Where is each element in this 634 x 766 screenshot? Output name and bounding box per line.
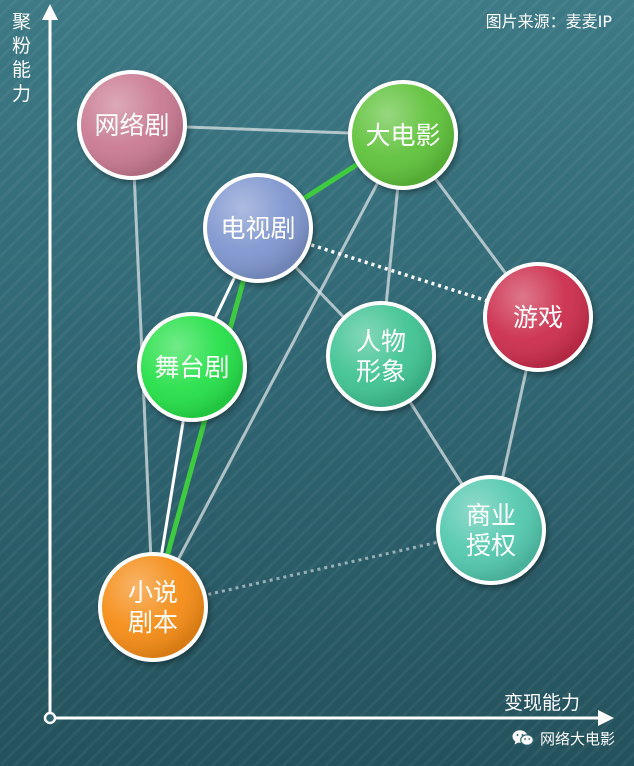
node-label: 小说 xyxy=(128,578,178,607)
node-dianshiju: 电视剧 xyxy=(203,173,313,283)
node-gloss xyxy=(207,177,309,279)
node-label: 人物 xyxy=(356,327,406,356)
node-gloss xyxy=(330,305,432,407)
node-gloss xyxy=(352,84,454,186)
y-axis-arrow xyxy=(42,4,58,20)
node-label: 舞台剧 xyxy=(154,353,229,382)
wechat-icon xyxy=(512,729,534,747)
node-gloss xyxy=(487,266,589,368)
footer-account-name: 网络大电影 xyxy=(540,729,616,748)
node-label: 剧本 xyxy=(128,608,178,637)
node-gloss xyxy=(440,479,542,581)
nodes-layer: 网络剧大电影电视剧游戏舞台剧人物形象商业授权小说剧本 xyxy=(77,70,593,662)
node-youxi: 游戏 xyxy=(483,262,593,372)
footer-watermark: 网络大电影 xyxy=(512,724,615,752)
y-axis-label: 聚粉能力 xyxy=(12,11,32,105)
node-gloss xyxy=(102,556,204,658)
node-wangluoju: 网络剧 xyxy=(77,70,187,180)
edge-dadianying-xiaoshuo xyxy=(151,134,405,608)
node-label: 游戏 xyxy=(513,303,563,332)
node-label: 商业 xyxy=(466,501,516,530)
node-label: 电视剧 xyxy=(220,214,295,243)
axis-origin xyxy=(43,711,57,725)
edge-shangye-xiaoshuo xyxy=(152,528,492,609)
node-dadianying: 大电影 xyxy=(348,80,458,190)
x-axis-label: 变现能力 xyxy=(504,692,581,714)
node-label: 授权 xyxy=(466,531,516,560)
image-source-caption: 图片来源：麦麦IP xyxy=(485,12,612,31)
node-label: 网络剧 xyxy=(94,111,169,140)
node-label: 大电影 xyxy=(365,121,440,150)
axes xyxy=(42,4,614,726)
node-wutaiju: 舞台剧 xyxy=(137,312,247,422)
node-label: 形象 xyxy=(356,357,406,386)
node-gloss xyxy=(141,316,243,418)
node-gloss xyxy=(81,74,183,176)
x-axis-arrow xyxy=(598,710,614,726)
